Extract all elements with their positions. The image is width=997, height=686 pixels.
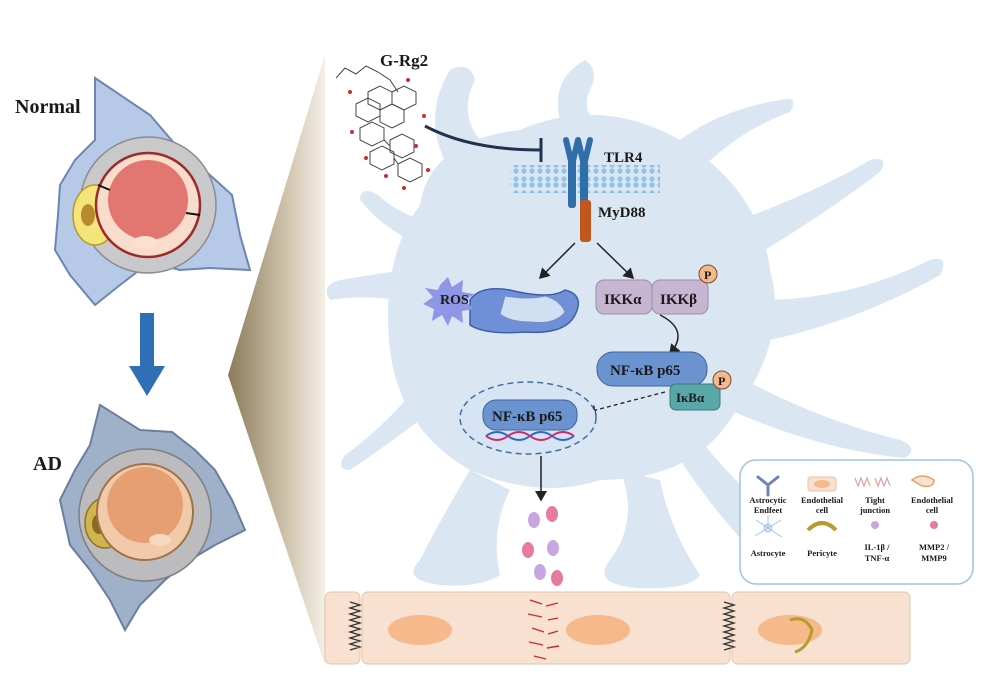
arrow-ikk-nfkb bbox=[659, 314, 681, 356]
legend-icon-pericyte bbox=[806, 521, 838, 532]
normal-label: Normal bbox=[15, 96, 81, 118]
nfkb-cyto-label: NF-κB p65 bbox=[610, 363, 680, 379]
inhibition-line bbox=[424, 124, 541, 152]
phospho-ikba bbox=[712, 370, 732, 390]
legend-icon-endfeet bbox=[756, 475, 780, 497]
broken-tight-junction bbox=[527, 599, 560, 660]
transition-arrow bbox=[129, 313, 165, 396]
normal-tight-junction-1 bbox=[97, 184, 111, 191]
arrow-myd88-ikk bbox=[596, 242, 635, 280]
legend-label-1a: Astrocytic bbox=[749, 495, 786, 505]
tight-junction-right bbox=[721, 601, 737, 651]
legend-label-6a: Pericyte bbox=[807, 548, 837, 558]
ikka-label: IKKα bbox=[604, 292, 642, 308]
normal-tight-junction-2 bbox=[185, 212, 201, 216]
ad-endothelial-nucleus bbox=[149, 534, 171, 546]
secreted-factors bbox=[522, 506, 563, 586]
normal-endothelial-nucleus bbox=[133, 236, 157, 248]
tight-junction-left bbox=[347, 601, 363, 651]
mitochondrion bbox=[469, 288, 580, 334]
phospho-ikk-label: P bbox=[704, 268, 711, 282]
grg2-structure bbox=[335, 65, 423, 183]
legend-label-4b: cell bbox=[926, 505, 939, 515]
legend-icon-astrocyte bbox=[754, 515, 783, 538]
zoom-cone bbox=[228, 55, 325, 665]
legend-box bbox=[739, 459, 974, 585]
ikkb-label: IKKβ bbox=[660, 292, 697, 308]
myd88-protein bbox=[580, 200, 591, 242]
normal-lumen bbox=[108, 160, 188, 240]
legend-icon-endothelial-2 bbox=[910, 475, 935, 488]
legend-icon-tight-junction bbox=[854, 476, 891, 488]
drug-label: G-Rg2 bbox=[380, 51, 428, 70]
arrow-translocation bbox=[586, 391, 666, 416]
legend-label-8a: MMP2 / bbox=[919, 542, 950, 552]
legend-label-1b: Endfeet bbox=[754, 505, 783, 515]
legend-label-2b: cell bbox=[816, 505, 829, 515]
tlr4-label: TLR4 bbox=[604, 150, 643, 166]
phospho-ikba-label: P bbox=[718, 374, 725, 388]
legend-icon-mmp bbox=[930, 521, 938, 529]
ad-lumen bbox=[107, 467, 183, 543]
ros-burst bbox=[423, 277, 474, 326]
nfkb-cytoplasm bbox=[596, 351, 708, 387]
legend-label-8b: MMP9 bbox=[921, 553, 947, 563]
legend-label-7b: TNF-α bbox=[865, 553, 890, 563]
grg2-oxygen-atoms bbox=[348, 78, 430, 190]
legend-label-4a: Endothelial bbox=[911, 495, 954, 505]
legend-label-7a: IL-1β / bbox=[864, 542, 890, 552]
legend-label-3b: junction bbox=[859, 505, 891, 515]
legend-label-3a: Tight bbox=[865, 495, 885, 505]
ikba-box bbox=[669, 383, 721, 411]
myd88-label: MyD88 bbox=[598, 205, 646, 221]
dna-strand-2 bbox=[485, 431, 575, 441]
ros-label: ROS bbox=[440, 293, 469, 308]
nfkb-nucleus-label: NF-κB p65 bbox=[492, 409, 562, 425]
legend-icon-cytokine bbox=[871, 521, 879, 529]
arrow-myd88-ros bbox=[538, 242, 576, 280]
nfkb-nucleus bbox=[482, 399, 578, 431]
normal-pericyte-nucleus bbox=[81, 204, 95, 226]
legend-label-5a: Astrocyte bbox=[751, 548, 786, 558]
legend-label-2a: Endothelial bbox=[801, 495, 844, 505]
phospho-ikk bbox=[698, 264, 718, 284]
ikk-beta-box bbox=[651, 279, 709, 315]
normal-vessel bbox=[53, 76, 252, 307]
tlr4-receptor bbox=[563, 137, 593, 208]
endothelial-layer bbox=[324, 591, 911, 665]
ikba-label: IκBα bbox=[676, 390, 705, 405]
ad-label: AD bbox=[33, 453, 62, 475]
ad-vessel bbox=[58, 403, 247, 633]
